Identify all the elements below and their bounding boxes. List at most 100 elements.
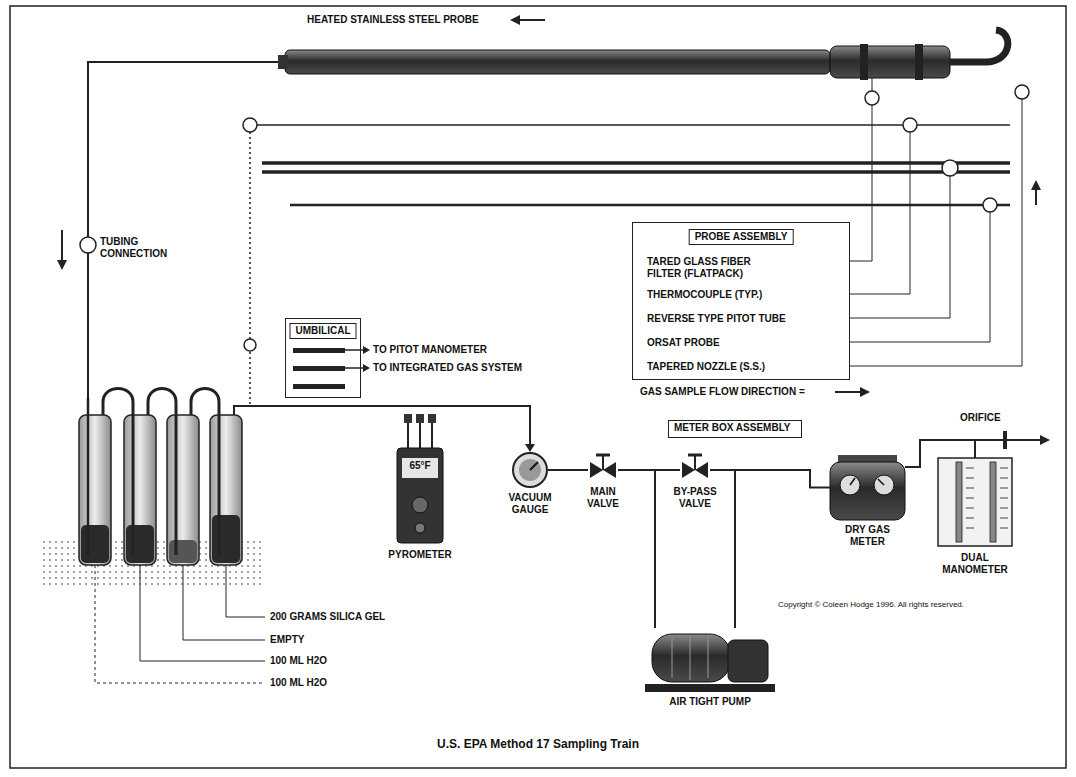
pyrometer-wire [419, 420, 421, 448]
part-label: ORIFICE [960, 412, 1001, 424]
vacuum-gauge: VACUUM GAUGE [512, 452, 548, 488]
umbilical-bar [293, 384, 345, 389]
flow-note: GAS SAMPLE FLOW DIRECTION = [640, 386, 805, 398]
vacuum-gauge-dial [513, 453, 547, 487]
vacuum-gauge-needle [530, 462, 538, 470]
callout-label: 200 GRAMS SILICA GEL [270, 611, 385, 623]
leader-line [140, 565, 265, 661]
pyrometer-plug [416, 414, 424, 423]
leader-line [850, 212, 990, 342]
leader-line [226, 565, 265, 617]
part-label: BY-PASS VALVE [664, 486, 726, 510]
pyrometer: 65°FPYROMETER [395, 448, 445, 545]
flow-arrow-head [1031, 180, 1041, 190]
impinger-contents [212, 515, 240, 563]
umbilical-bar [293, 348, 345, 353]
valve-stem [694, 455, 696, 470]
part-label: AIR TIGHT PUMP [669, 696, 751, 708]
meter-dial [874, 475, 894, 495]
flow-arrow [61, 230, 63, 262]
u-bend [191, 389, 219, 556]
umbilical-bar [293, 366, 345, 371]
caption: U.S. EPA Method 17 Sampling Train [0, 737, 1076, 751]
box-heading: UMBILICAL [290, 323, 357, 339]
manometer-scale [966, 468, 1008, 528]
impinger-contents [81, 525, 109, 563]
part-label: DRY GAS METER [837, 524, 899, 548]
flow-arrow-head [525, 444, 535, 452]
gas-line [710, 470, 830, 488]
part-label: DUAL MANOMETER [930, 552, 1020, 576]
valve-symbol [603, 462, 616, 478]
frame [10, 6, 1066, 768]
thermocouple-marker [243, 118, 257, 132]
part-label: TAPERED NOZZLE (S.S.) [647, 361, 765, 373]
valve-handle [688, 454, 702, 457]
impinger-contents [126, 525, 154, 563]
orifice-plate [1003, 431, 1007, 449]
meter-needle [850, 478, 855, 485]
pyrometer-wire [431, 420, 433, 448]
pyrometer-plug [428, 414, 436, 423]
callout-circle [983, 198, 997, 212]
umbilical-arrow-head [363, 364, 370, 372]
tubing-connection [80, 237, 96, 253]
valve-symbol [682, 462, 695, 478]
air-tight-pump: AIR TIGHT PUMP [645, 628, 775, 692]
impinger [167, 415, 199, 565]
dual-manometer: DUAL MANOMETER [935, 458, 1015, 546]
flow-arrow-head [860, 387, 870, 397]
valve-symbol [695, 462, 708, 478]
flow-arrow [835, 391, 862, 393]
valve-stem [602, 455, 604, 470]
valve-symbol [590, 462, 603, 478]
flow-arrow-head [510, 15, 520, 25]
thermocouple-lead [249, 132, 251, 404]
pump-fin [672, 638, 673, 678]
callout-label: EMPTY [270, 634, 304, 646]
callout-circle [903, 118, 917, 132]
manometer-tube [956, 462, 962, 542]
pump-base [645, 684, 775, 692]
callout-label: TO PITOT MANOMETER [373, 344, 487, 356]
part-label: THERMOCOUPLE (TYP.) [647, 289, 762, 301]
pyrometer-knob [412, 497, 428, 513]
pitot-line [262, 161, 1010, 165]
probe-assembly-box: PROBE ASSEMBLYTARED GLASS FIBER FILTER (… [632, 222, 850, 380]
copyright-note: Copyright © Coleen Hodge 1996. All right… [778, 600, 964, 610]
meter-box-label: METER BOX ASSEMBLY [668, 420, 802, 438]
leader-line [850, 132, 910, 294]
probe-sheath [285, 50, 830, 74]
flow-arrow [518, 19, 545, 21]
meter-body [830, 462, 905, 520]
flow-arrow [1035, 188, 1037, 205]
flow-arrow-head [57, 260, 67, 270]
callout-label: 100 ML H2O [270, 677, 327, 689]
display-reading: 65°F [409, 460, 430, 472]
meter-dial [840, 475, 860, 495]
callout-label: TO INTEGRATED GAS SYSTEM [373, 362, 522, 374]
nozzle [950, 30, 1008, 62]
callout-label: TUBING CONNECTION [100, 236, 185, 260]
sample-line [234, 406, 530, 446]
leader-line [850, 105, 872, 261]
dry-gas-meter: DRY GAS METER [830, 455, 905, 520]
meter-needle [878, 479, 884, 485]
u-bend [103, 389, 133, 556]
part-label: MAIN VALVE [578, 486, 628, 510]
vacuum-gauge-face [519, 459, 541, 481]
callout-label: 100 ML H2O [270, 655, 327, 667]
impinger-stem [87, 398, 90, 555]
sample-line [88, 62, 278, 398]
manometer-board [938, 458, 1012, 546]
filter-band [915, 44, 923, 80]
manometer-tube [990, 462, 996, 542]
pump-fin [708, 638, 709, 678]
bypass-valve: BY-PASS VALVE [680, 458, 710, 482]
pump-motor [652, 634, 730, 682]
pyrometer-wire [407, 420, 409, 448]
part-label: VACUUM GAUGE [499, 492, 561, 516]
